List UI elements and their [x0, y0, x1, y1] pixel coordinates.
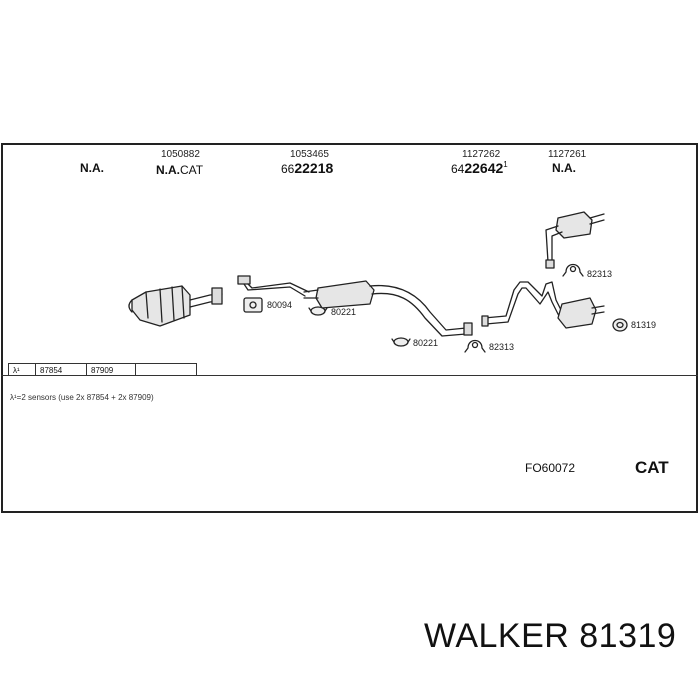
header-col2-status-suffix: CAT: [180, 163, 204, 177]
header-col2-number: 1050882: [161, 149, 200, 160]
bracket-82313-2-drawing: [464, 339, 486, 353]
header-col4-prefix: 64: [451, 162, 465, 176]
section-divider: [1, 375, 698, 376]
bracket-82313-1-drawing: [562, 263, 584, 277]
header-col5-number: 1127261: [548, 149, 587, 160]
header-col3-part: 6622218: [281, 161, 333, 177]
header-col3-value: 22218: [294, 160, 334, 176]
header-col2-status-text: N.A.: [156, 163, 180, 177]
clamp-80221-1-drawing: [308, 306, 328, 316]
sensor-table-symbol: λ¹: [9, 364, 36, 375]
sensor-table-cell-1: 87854: [36, 364, 87, 375]
header-col4-sup: 1: [503, 160, 508, 169]
middle-silencer-drawing: [303, 280, 473, 337]
kit-code: FO60072: [525, 461, 576, 475]
category-label: CAT: [635, 458, 669, 477]
rear-pipe-drawing: [481, 281, 563, 327]
catalytic-converter-drawing: [128, 285, 223, 327]
part-label-clamp-1: 80221: [331, 307, 357, 317]
header-col4-part: 64226421: [451, 161, 508, 177]
part-label-gasket: 80094: [267, 300, 293, 310]
sensor-table: λ¹ 87854 87909: [8, 363, 197, 376]
rear-silencer-upper-drawing: [545, 211, 605, 269]
gasket-80094-drawing: [243, 297, 263, 313]
header-col2-status: N.A.CAT: [156, 162, 203, 178]
ring-81319-drawing: [612, 318, 628, 332]
brand-part-title: WALKER 81319: [424, 617, 677, 655]
sensor-table-cell-empty: [136, 364, 196, 375]
sensor-note: λ¹=2 sensors (use 2x 87854 + 2x 87909): [10, 393, 154, 402]
part-label-bracket-2: 82313: [489, 342, 515, 352]
rear-silencer-lower-drawing: [557, 297, 605, 329]
diagram-frame: [1, 143, 698, 513]
front-pipe-drawing: [237, 275, 310, 297]
part-label-ring: 81319: [631, 320, 657, 330]
part-label-bracket-1: 82313: [587, 269, 613, 279]
part-label-clamp-2: 80221: [413, 338, 439, 348]
header-col3-prefix: 66: [281, 162, 295, 176]
clamp-80221-2-drawing: [391, 337, 411, 347]
header-col4-number: 1127262: [462, 149, 501, 160]
sensor-table-cell-2: 87909: [87, 364, 136, 375]
header-col3-number: 1053465: [290, 149, 329, 160]
header-col1-status: N.A.: [80, 161, 104, 175]
header-col4-value: 22642: [464, 160, 504, 176]
header-col5-status: N.A.: [552, 161, 576, 175]
